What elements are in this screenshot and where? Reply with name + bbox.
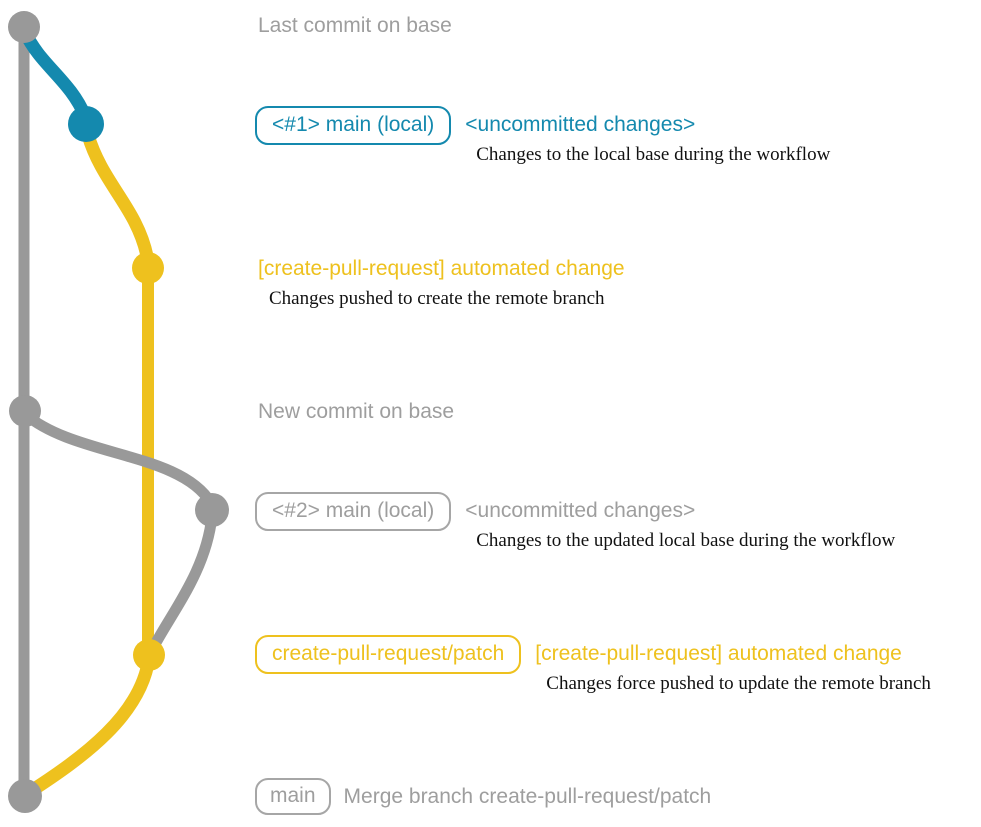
new-commit-label: New commit on base	[258, 400, 455, 423]
git-graph	[8, 11, 229, 813]
patch-branch-pill: create-pull-request/patch	[255, 635, 522, 674]
uncommitted-changes-2-label: <uncommitted changes>	[465, 499, 696, 522]
commit-dot-uncommitted-1	[68, 106, 104, 142]
annotation-step1: <#1> main (local) <uncommitted changes> …	[255, 106, 830, 166]
last-commit-label: Last commit on base	[258, 14, 452, 37]
commit-dot-merge	[8, 779, 42, 813]
main-local2-branch-curve-bottom	[146, 510, 218, 656]
patch-merge-curve	[21, 651, 156, 800]
commit-dot-automated-2	[133, 639, 165, 671]
automated-change-2-label: [create-pull-request] automated change	[535, 642, 902, 665]
push2-detail-text: Changes force pushed to update the remot…	[546, 673, 931, 694]
push1-detail-text: Changes pushed to create the remote bran…	[269, 288, 605, 310]
annotation-step2: <#2> main (local) <uncommitted changes> …	[255, 492, 895, 552]
main-branch-pill: main	[255, 778, 331, 815]
annotation-push2: create-pull-request/patch [create-pull-r…	[255, 635, 931, 695]
commit-dot-last-base	[8, 11, 40, 43]
annotation-new-commit: New commit on base	[258, 399, 454, 424]
uncommitted-changes-1-label: <uncommitted changes>	[465, 113, 696, 136]
merge-message-label: Merge branch create-pull-request/patch	[343, 784, 712, 808]
main-local2-branch-pill: <#2> main (local)	[255, 492, 452, 531]
commit-dot-uncommitted-2	[195, 493, 229, 527]
annotation-last-commit: Last commit on base	[258, 13, 452, 38]
step1-detail-text: Changes to the local base during the wor…	[476, 144, 831, 165]
automated-change-1-label: [create-pull-request] automated change	[258, 257, 625, 280]
commit-dot-new-base	[9, 395, 41, 427]
commit-dot-automated-1	[132, 252, 164, 284]
annotation-push1: [create-pull-request] automated change C…	[258, 256, 625, 310]
annotation-merge: main Merge branch create-pull-request/pa…	[255, 778, 711, 815]
patch-branch-curve-top	[81, 128, 154, 263]
step2-detail-text: Changes to the updated local base during…	[476, 530, 896, 551]
main-local2-branch-curve-top	[19, 408, 217, 509]
main-local1-branch-pill: <#1> main (local)	[255, 106, 452, 145]
main-local1-branch-line	[18, 25, 92, 123]
